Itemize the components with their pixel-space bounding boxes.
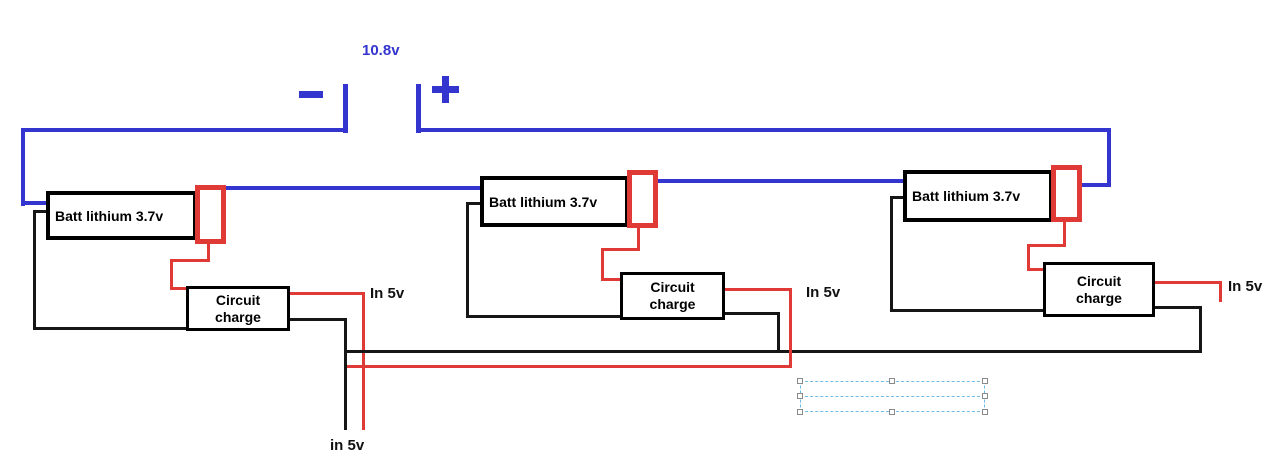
wire-segment	[466, 202, 481, 205]
wire-segment	[723, 312, 780, 315]
charger-3-label-line2: charge	[1076, 289, 1122, 306]
wire-negative-stub-to-batt1	[21, 201, 48, 205]
wire-segment	[637, 226, 640, 251]
selection-handle[interactable]	[982, 409, 988, 415]
wire-segment	[601, 248, 604, 281]
wire-segment	[33, 210, 36, 330]
battery-2-positive-terminal	[627, 170, 658, 228]
charger-2-label-line2: charge	[649, 296, 696, 312]
bottom-input-label: in 5v	[330, 437, 365, 454]
selection-handle[interactable]	[889, 378, 895, 384]
wire-segment	[170, 287, 188, 290]
plus-symbol-vertical-bar	[442, 76, 449, 103]
charger-2: Circuit charge	[620, 272, 725, 320]
wire-segment	[1152, 281, 1222, 284]
battery-3-positive-terminal	[1051, 165, 1082, 222]
selection-handle[interactable]	[982, 393, 988, 399]
selection-handle[interactable]	[797, 378, 803, 384]
charger-1-label-line2: charge	[215, 308, 261, 325]
charger-1-input-label: In 5v	[370, 285, 405, 302]
wire-segment	[890, 196, 904, 199]
charger-1: Circuit charge	[186, 286, 290, 331]
pack-voltage-label: 10.8v	[362, 42, 400, 59]
wire-segment	[1027, 244, 1066, 247]
wire-segment	[362, 292, 365, 430]
battery-1-positive-terminal	[195, 185, 226, 244]
selection-handle[interactable]	[797, 393, 803, 399]
wire-segment	[789, 288, 792, 368]
charger-3-label-line1: Circuit	[1076, 272, 1122, 289]
wire-segment	[466, 202, 469, 318]
wire-segment	[890, 309, 1045, 312]
wire-segment	[890, 196, 893, 312]
wire-segment	[33, 210, 47, 213]
battery-3: Batt lithium 3.7v	[903, 170, 1053, 222]
wire-segment	[723, 288, 792, 291]
wire-segment	[1219, 281, 1222, 302]
red-bus-wire	[347, 365, 792, 368]
battery-3-label: Batt lithium 3.7v	[912, 188, 1021, 204]
wire-segment	[1199, 306, 1202, 353]
wire-series-batt1-batt2	[224, 186, 482, 190]
pack-negative-plate	[343, 84, 348, 133]
battery-1: Batt lithium 3.7v	[46, 191, 197, 240]
wire-segment	[1027, 268, 1045, 271]
wire-negative-lead-horizontal	[21, 128, 345, 132]
black-bus-wire	[344, 350, 1202, 353]
selection-middle-line	[800, 396, 985, 397]
pack-positive-plate	[416, 84, 421, 133]
battery-2-label: Batt lithium 3.7v	[489, 193, 598, 210]
wire-segment	[1027, 244, 1030, 271]
selection-handle[interactable]	[797, 409, 803, 415]
selection-handle[interactable]	[889, 409, 895, 415]
wire-negative-lead-vertical	[21, 128, 25, 206]
wire-segment	[1152, 306, 1202, 309]
charger-2-label-line1: Circuit	[650, 279, 695, 295]
charger-3: Circuit charge	[1043, 262, 1155, 317]
wire-segment	[289, 318, 347, 321]
wire-segment	[170, 259, 210, 262]
wire-positive-lead-vertical	[1107, 128, 1111, 186]
wire-segment	[170, 259, 173, 290]
wire-segment	[777, 312, 780, 353]
wire-segment	[207, 242, 210, 262]
wire-segment	[344, 318, 347, 430]
wire-series-batt2-batt3	[655, 179, 905, 183]
battery-2: Batt lithium 3.7v	[480, 176, 629, 227]
wire-segment	[601, 278, 622, 281]
selection-handle[interactable]	[982, 378, 988, 384]
battery-1-label: Batt lithium 3.7v	[55, 207, 164, 224]
charger-3-input-label: In 5v	[1228, 278, 1263, 295]
wire-segment	[33, 327, 188, 330]
wire-segment	[601, 248, 640, 251]
charger-1-label-line1: Circuit	[215, 291, 261, 308]
wire-positive-lead-horizontal	[418, 128, 1111, 132]
wire-segment	[289, 292, 365, 295]
wire-segment	[1063, 220, 1066, 247]
minus-symbol	[299, 91, 323, 98]
charger-2-input-label: In 5v	[806, 284, 841, 301]
wire-series-batt3-positive	[1080, 183, 1111, 187]
wire-segment	[466, 315, 622, 318]
